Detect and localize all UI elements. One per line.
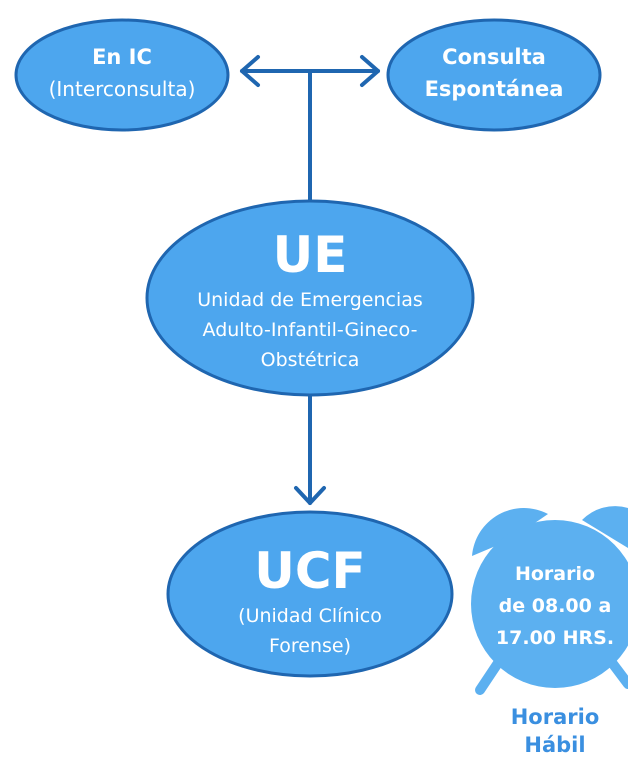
node-interconsulta: En IC (Interconsulta)	[14, 18, 230, 132]
arrow-left-head	[240, 55, 260, 87]
clock-face	[471, 520, 628, 688]
clock-bell-right-icon	[582, 506, 628, 548]
clock-text-line1: Horario	[515, 563, 595, 585]
arrow-down-head	[294, 486, 326, 505]
node-ucf-title: UCF	[254, 542, 365, 600]
node-ucf: UCF (Unidad Clínico Forense)	[166, 510, 454, 678]
node-consulta-line1: Consulta	[442, 45, 546, 69]
caption-line2: Hábil	[524, 733, 585, 757]
node-ue: UE Unidad de Emergencias Adulto-Infantil…	[145, 199, 475, 397]
node-ue-line1: Unidad de Emergencias	[197, 289, 423, 311]
arrow-right-head	[360, 55, 380, 87]
caption-line1: Horario	[511, 705, 600, 729]
node-consulta-line2: Espontánea	[425, 77, 564, 101]
node-ue-line3: Obstétrica	[261, 349, 360, 371]
node-ucf-line1: (Unidad Clínico	[238, 605, 382, 627]
node-interconsulta-line1: En IC	[92, 45, 152, 69]
clock-leg-left	[475, 655, 505, 695]
clock-text-line3: 17.00 HRS.	[496, 627, 614, 649]
clock-bell-left-icon	[472, 508, 548, 556]
horario-habil-caption: Horario Hábil	[511, 705, 600, 757]
node-consulta-espontanea: Consulta Espontánea	[386, 18, 602, 132]
node-ue-line2: Adulto-Infantil-Gineco-	[203, 319, 418, 341]
node-ue-title: UE	[273, 226, 348, 284]
node-ucf-line2: Forense)	[269, 635, 351, 657]
connectors	[240, 55, 380, 505]
alarm-clock-icon: Horario de 08.00 a 17.00 HRS.	[471, 506, 628, 695]
clock-text-line2: de 08.00 a	[499, 595, 612, 617]
node-interconsulta-line2: (Interconsulta)	[49, 77, 196, 101]
